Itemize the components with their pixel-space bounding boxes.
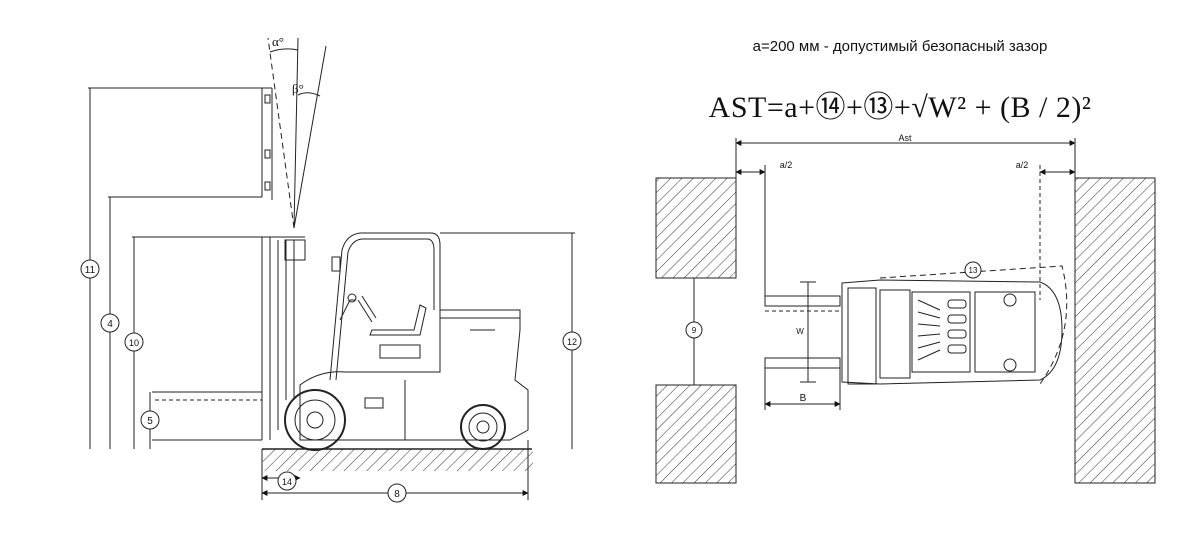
dim-b-label: B [800, 393, 807, 404]
mast-tilt-lines [267, 37, 327, 229]
overhead-guard [329, 232, 441, 381]
ast-label: Ast [898, 133, 912, 143]
dim-13-label: 13 [969, 266, 978, 275]
top-forklift-body [841, 279, 1063, 385]
ast-formula: AST=a+⑭+⑬+√W² + (B / 2)² [708, 91, 1092, 124]
angle-alpha-label: α° [272, 34, 284, 49]
dim-circle-5: 5 [140, 410, 160, 430]
top-view [655, 138, 1156, 484]
dim-12-label: 12 [567, 337, 577, 347]
dim-14-label: 14 [282, 477, 292, 487]
dim-circle-10: 10 [124, 332, 144, 352]
a-half-right-label: a/2 [1016, 160, 1029, 170]
dim-w-label: W [796, 327, 804, 336]
left-upper-rack [655, 177, 737, 279]
right-rack [1074, 177, 1156, 484]
counterweight-body [299, 309, 529, 441]
ground-hatch [263, 449, 533, 471]
dim-4-label: 4 [107, 319, 113, 330]
seat-and-controls [339, 293, 427, 359]
rear-wheel [460, 404, 506, 450]
dim-circle-12: 12 [562, 331, 582, 351]
dim-8-label: 8 [394, 489, 400, 500]
left-lower-rack [655, 384, 737, 484]
top-forks [764, 295, 841, 369]
mast [132, 236, 306, 440]
raised-fork-carriage [88, 87, 273, 200]
angle-beta-label: β° [292, 81, 304, 96]
dim-9-label: 9 [692, 326, 697, 335]
dim-circle-14: 14 [277, 471, 297, 491]
front-wheel [284, 389, 346, 451]
lowered-forks [152, 391, 262, 441]
dim-11-label: 11 [85, 265, 96, 276]
dim-circle-8: 8 [387, 483, 407, 503]
side-view: α° β° [88, 34, 575, 500]
dim-circle-9: 9 [685, 321, 703, 339]
safety-clearance-note: a=200 мм - допустимый безопасный зазор [752, 38, 1048, 55]
a-half-left-label: a/2 [780, 160, 793, 170]
dim-circle-4: 4 [100, 313, 120, 333]
dim-circle-13: 13 [964, 261, 982, 279]
dim-5-label: 5 [147, 416, 153, 427]
turning-radius-line [879, 265, 1068, 385]
dim-circle-11: 11 [80, 259, 100, 279]
dim-10-label: 10 [129, 338, 139, 348]
